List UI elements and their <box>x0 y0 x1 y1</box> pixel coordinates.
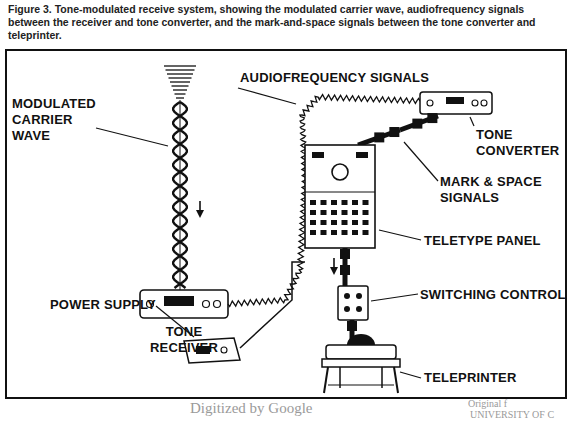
radiated-wave <box>176 97 184 98</box>
radiated-wave <box>173 89 187 90</box>
panel-jack <box>352 230 358 235</box>
figure-frame <box>6 50 566 398</box>
mark-space-band <box>340 248 350 286</box>
leader-line <box>379 230 421 240</box>
radiated-wave <box>175 93 186 94</box>
callout-label: AUDIOFREQUENCY SIGNALS <box>240 70 429 86</box>
panel-jack <box>321 220 327 225</box>
callout-label: MODULATED CARRIER WAVE <box>12 96 96 144</box>
converter-meter <box>446 97 464 104</box>
mark-space-band <box>427 113 437 123</box>
panel-jack <box>321 230 327 235</box>
watermark: Original f <box>468 398 507 409</box>
mark-space-band <box>347 321 357 331</box>
callout-label: MARK & SPACE SIGNALS <box>440 174 552 206</box>
receiver-knob <box>214 301 221 308</box>
panel-jack <box>342 210 348 215</box>
panel-jack <box>363 230 369 235</box>
mark-space-band <box>340 265 350 275</box>
panel-jack <box>310 230 316 235</box>
watermark: Digitized by Google <box>190 400 312 416</box>
panel-dial <box>332 164 348 180</box>
panel-jack <box>342 230 348 235</box>
panel-switch <box>312 152 324 158</box>
panel-jack <box>363 220 369 225</box>
panel-jack <box>310 220 316 225</box>
stand-leg <box>394 367 398 393</box>
panel-jack <box>331 230 337 235</box>
leader-line <box>400 372 421 378</box>
radiated-wave <box>166 69 195 70</box>
panel-jack <box>310 200 316 205</box>
panel-jack <box>331 200 337 205</box>
mark-space-band <box>358 113 438 145</box>
switch-knob <box>344 293 350 299</box>
panel-jack <box>342 200 348 205</box>
receiver-dial <box>164 296 194 306</box>
audio-signal <box>228 95 420 307</box>
panel-jack <box>352 220 358 225</box>
receiver-knob <box>203 301 210 308</box>
watermark: UNIVERSITY OF C <box>470 409 554 420</box>
switching-control <box>338 286 368 320</box>
teletype-panel <box>305 145 375 248</box>
callout-label: TELEPRINTER <box>424 370 516 386</box>
radiated-wave <box>164 65 196 66</box>
teleprinter <box>326 345 396 359</box>
stand-rail <box>328 384 394 385</box>
leader-line <box>238 88 296 104</box>
radiated-wave <box>167 73 193 74</box>
switch-knob <box>344 306 350 312</box>
leader-line <box>371 294 418 301</box>
callout-label: POWER SUPPLY <box>50 297 156 313</box>
panel-switch <box>356 152 368 158</box>
signal-arrow <box>330 267 338 275</box>
radiated-wave <box>170 81 190 82</box>
panel-jack <box>310 210 316 215</box>
callout-label: TELETYPE PANEL <box>424 233 541 249</box>
switch-knob <box>356 306 362 312</box>
panel-jack <box>331 210 337 215</box>
panel-jack <box>342 220 348 225</box>
leader-line <box>404 142 438 181</box>
callout-label: TONE RECEIVER <box>139 324 229 356</box>
converter-knob <box>472 100 478 106</box>
stand-leg <box>324 367 328 393</box>
mark-space-band <box>412 119 422 129</box>
mark-space-band <box>374 132 384 142</box>
panel-divider <box>305 192 375 193</box>
teleprinter-cover <box>347 334 375 345</box>
panel-jack <box>352 210 358 215</box>
panel-jack <box>331 220 337 225</box>
leader-line <box>96 128 168 146</box>
power-cable <box>240 262 305 348</box>
tone-converter <box>420 92 492 114</box>
panel-jack <box>321 200 327 205</box>
signal-arrow <box>196 210 204 218</box>
callout-label: TONE CONVERTER <box>476 127 562 159</box>
callout-label: SWITCHING CONTROL <box>420 287 566 303</box>
panel-jack <box>352 200 358 205</box>
radiated-wave <box>172 85 189 86</box>
converter-knob <box>427 100 433 106</box>
figure-caption: Figure 3. Tone-modulated receive system,… <box>8 3 566 42</box>
panel-jack <box>321 210 327 215</box>
panel-jack <box>363 200 369 205</box>
converter-knob <box>481 100 487 106</box>
leader-line <box>470 117 474 126</box>
mark-space-band <box>389 127 399 137</box>
switch-knob <box>356 293 362 299</box>
supply-knob <box>221 347 227 353</box>
radiated-wave <box>169 77 192 78</box>
antenna-lead <box>180 100 181 290</box>
panel-jack <box>363 210 369 215</box>
mark-space-band <box>340 249 350 259</box>
printer-stand <box>322 359 400 367</box>
